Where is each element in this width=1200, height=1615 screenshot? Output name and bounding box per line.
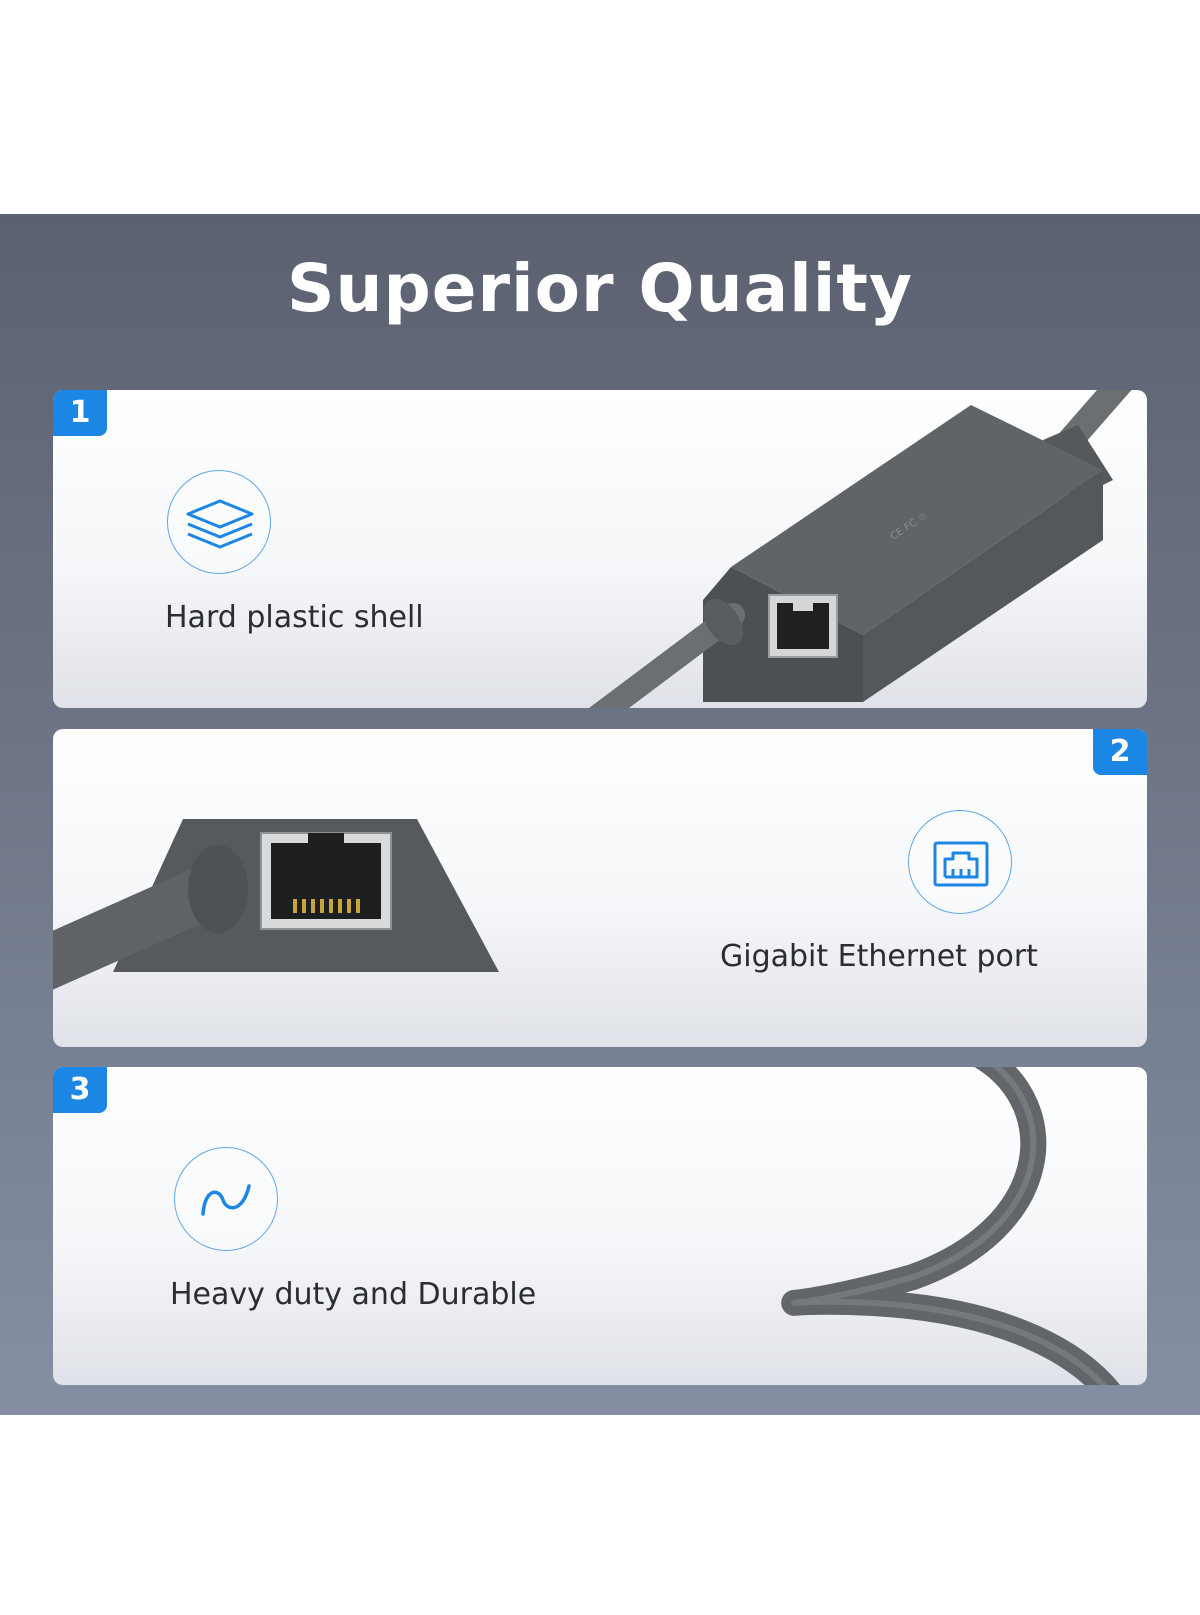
feature-card-ethernet-port: 2 Gigabit Ethernet port <box>53 729 1147 1047</box>
feature-number-badge: 2 <box>1093 729 1147 775</box>
feature-number-badge: 1 <box>53 390 107 436</box>
feature-icon-ring <box>167 470 271 574</box>
feature-icon-ring <box>174 1147 278 1251</box>
adapter-body-image: CE FC ♲ <box>589 390 1132 708</box>
page-title: Superior Quality <box>286 250 914 327</box>
feature-card-hard-shell: CE FC ♲ 1 Hard plastic shell <box>53 390 1147 708</box>
feature-icon-ring <box>908 810 1012 914</box>
layers-icon <box>186 499 254 549</box>
feature-caption: Hard plastic shell <box>165 600 424 635</box>
feature-caption: Gigabit Ethernet port <box>720 939 1038 974</box>
cable-curve-icon <box>201 1184 251 1216</box>
coiled-cable-image <box>781 1067 1121 1385</box>
ethernet-port-icon <box>933 841 989 887</box>
feature-caption: Heavy duty and Durable <box>170 1277 537 1312</box>
ethernet-port-image <box>53 819 499 990</box>
feature-number-badge: 3 <box>53 1067 107 1113</box>
feature-card-durable: 3 Heavy duty and Durable <box>53 1067 1147 1385</box>
